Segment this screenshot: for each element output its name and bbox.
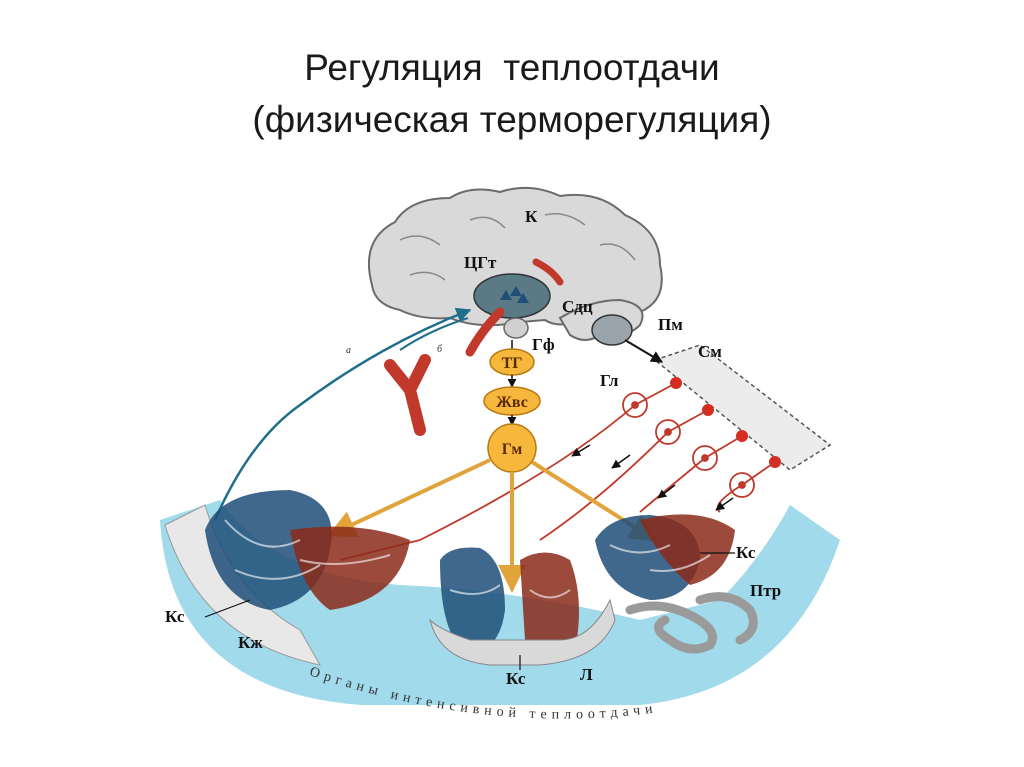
- intestine: [625, 592, 758, 654]
- label-ganglion: Гл: [600, 371, 619, 390]
- label-skin: Кж: [238, 633, 263, 652]
- hypophysis-shape: [503, 317, 529, 339]
- label-vasomotor-center: Сдц: [562, 297, 593, 316]
- label-gland: Жвс: [496, 394, 528, 411]
- capillary-bed-right: [595, 514, 735, 600]
- hormone-arrow-left: [327, 458, 491, 537]
- label-spinal-cord: См: [698, 342, 722, 361]
- label-path-a: а: [346, 345, 351, 356]
- label-thermo-center: ЦГт: [464, 253, 497, 272]
- artery-upper: [532, 258, 564, 286]
- artery-lower: [465, 307, 505, 357]
- label-lungs: Л: [580, 665, 593, 684]
- title-line-1: Регуляция теплоотдачи: [304, 47, 720, 88]
- capillary-bed-bottom: [429, 547, 616, 666]
- label-capillaries-left: Кс: [165, 607, 185, 626]
- artery-left: [384, 354, 431, 436]
- spinal-cord: [653, 344, 832, 471]
- slide-title: Регуляция теплоотдачи (физическая термор…: [0, 42, 1024, 146]
- afferent-path-b: [399, 317, 469, 351]
- label-cortex: К: [525, 207, 538, 226]
- afferent-path-a: [213, 307, 472, 521]
- label-hypophysis: Гф: [532, 335, 555, 354]
- capillary-bed-left: [205, 490, 410, 610]
- label-capillaries-right: Кс: [736, 543, 756, 562]
- title-line-2: (физическая терморегуляция): [252, 99, 772, 140]
- label-path-b: б: [437, 344, 443, 355]
- medulla-shape: [591, 314, 633, 346]
- label-gi-tract: Птр: [750, 581, 781, 600]
- label-tg: ТГ: [502, 355, 523, 372]
- label-medulla: Пм: [658, 315, 683, 334]
- brain: [367, 186, 663, 346]
- label-capillaries-bottom: Кс: [506, 669, 526, 688]
- label-hormone: Гм: [502, 441, 523, 458]
